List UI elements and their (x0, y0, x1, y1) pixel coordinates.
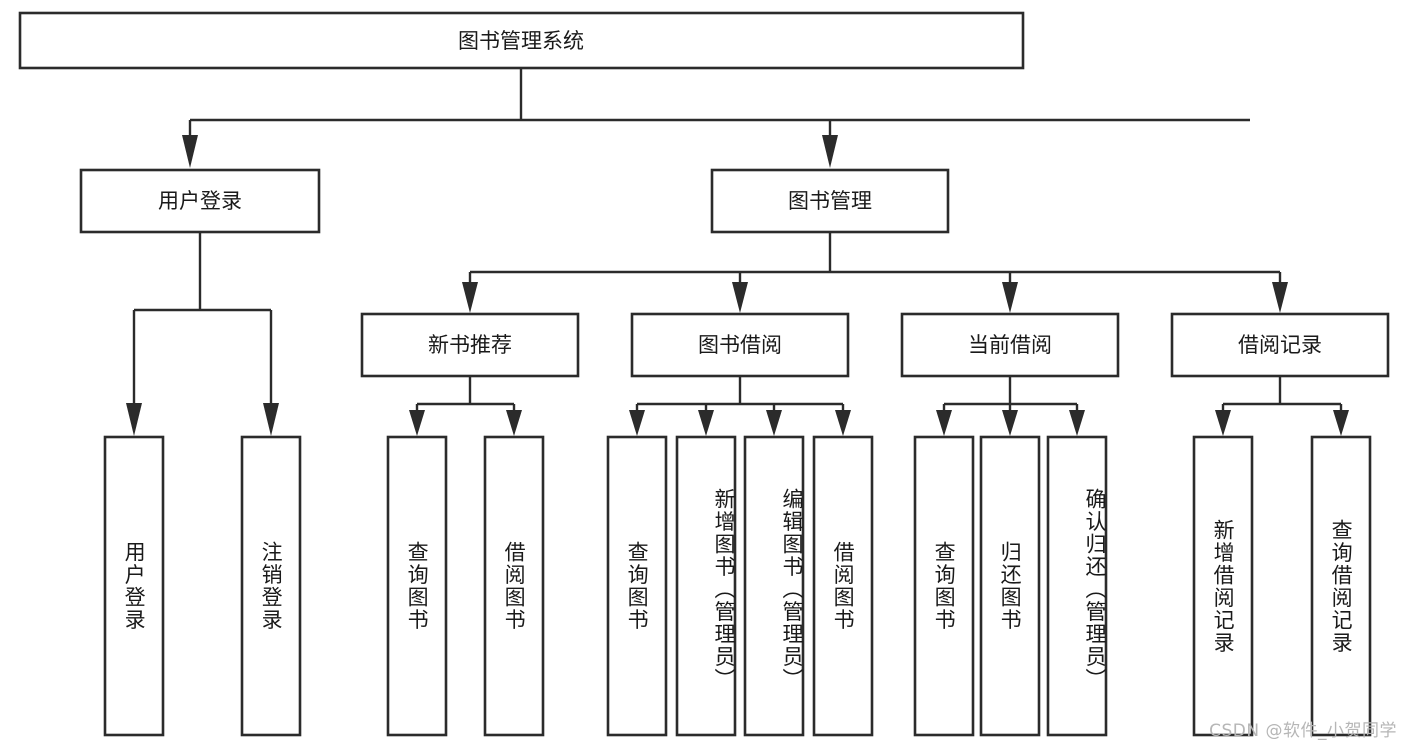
node-book-borrow[interactable]: 图书借阅 (630, 312, 850, 378)
leaf-boxes-current-borrow (913, 435, 1108, 737)
node-book-borrow-label: 图书借阅 (698, 333, 782, 357)
leaf-box-borrow-book-1[interactable] (483, 435, 545, 737)
leaf-box-add-book[interactable] (675, 435, 737, 737)
connector-book-borrow-to-leaves (629, 377, 851, 436)
csdn-watermark: CSDN @软件_小贺同学 (1209, 721, 1397, 741)
node-book-management-box[interactable] (710, 168, 950, 234)
node-current-borrow-label: 当前借阅 (968, 333, 1052, 357)
leaf-label-return-book: 归还图书 (998, 541, 1023, 631)
node-new-book-recommend[interactable]: 新书推荐 (360, 312, 580, 378)
leaf-boxes-book-borrow (606, 435, 874, 737)
leaf-label-add-book: 新增图书（管理员） (712, 487, 736, 691)
leaf-box-confirm-return[interactable] (1046, 435, 1108, 737)
leaf-box-borrow-book-2[interactable] (812, 435, 874, 737)
node-root-label: 图书管理系统 (458, 29, 584, 53)
leaf-box-query-book-3[interactable] (913, 435, 975, 737)
node-current-borrow[interactable]: 当前借阅 (900, 312, 1120, 378)
connector-new-book-recommend-to-leaves (409, 377, 522, 436)
leaf-box-edit-book[interactable] (743, 435, 805, 737)
connector-borrow-record-to-leaves (1215, 377, 1349, 436)
leaf-box-query-borrow-record[interactable] (1310, 435, 1372, 737)
leaf-label-query-book-3: 查询图书 (932, 541, 957, 631)
leaf-label-query-borrow-record: 查询借阅记录 (1329, 518, 1354, 654)
connector-current-borrow-to-leaves (936, 377, 1085, 436)
leaf-boxes-user-login (103, 435, 302, 737)
leaf-label-user-login: 用户登录 (122, 541, 147, 631)
leaf-box-query-book-2[interactable] (606, 435, 668, 737)
leaf-label-confirm-return: 确认归还（管理员） (1083, 487, 1107, 691)
node-borrow-record-label: 借阅记录 (1238, 333, 1322, 357)
node-new-book-recommend-label: 新书推荐 (428, 333, 512, 357)
leaf-label-query-book-2: 查询图书 (625, 541, 650, 631)
leaf-box-logout-login[interactable] (240, 435, 302, 737)
leaf-box-add-borrow-record[interactable] (1192, 435, 1254, 737)
node-book-borrow-box[interactable] (630, 312, 850, 378)
leaf-box-user-login[interactable] (103, 435, 165, 737)
leaf-label-edit-book: 编辑图书（管理员） (780, 487, 804, 691)
leaf-box-query-book-1[interactable] (386, 435, 448, 737)
node-borrow-record[interactable]: 借阅记录 (1170, 312, 1390, 378)
node-user-login[interactable]: 用户登录 (79, 168, 321, 234)
leaf-label-borrow-book-1: 借阅图书 (502, 541, 527, 631)
node-user-login-label: 用户登录 (158, 189, 242, 213)
node-new-book-recommend-box[interactable] (360, 312, 580, 378)
leaf-label-borrow-book-2: 借阅图书 (831, 541, 856, 631)
node-root-box[interactable] (18, 11, 1025, 70)
leaf-label-logout-login: 注销登录 (259, 541, 284, 631)
connector-user-login-to-leaves (126, 233, 279, 436)
connector-book-management-to-level2 (462, 233, 1288, 313)
leaf-label-add-borrow-record: 新增借阅记录 (1211, 518, 1236, 654)
node-book-management-label: 图书管理 (788, 189, 872, 213)
leaf-boxes-borrow-record (1192, 435, 1372, 737)
node-borrow-record-box[interactable] (1170, 312, 1390, 378)
node-book-management[interactable]: 图书管理 (710, 168, 950, 234)
leaf-boxes-new-book-recommend (386, 435, 545, 737)
node-root[interactable]: 图书管理系统 (18, 11, 1025, 70)
node-current-borrow-box[interactable] (900, 312, 1120, 378)
leaf-box-return-book[interactable] (979, 435, 1041, 737)
node-user-login-box[interactable] (79, 168, 321, 234)
connector-root-to-level1 (182, 69, 1250, 168)
leaf-label-query-book-1: 查询图书 (405, 541, 430, 631)
